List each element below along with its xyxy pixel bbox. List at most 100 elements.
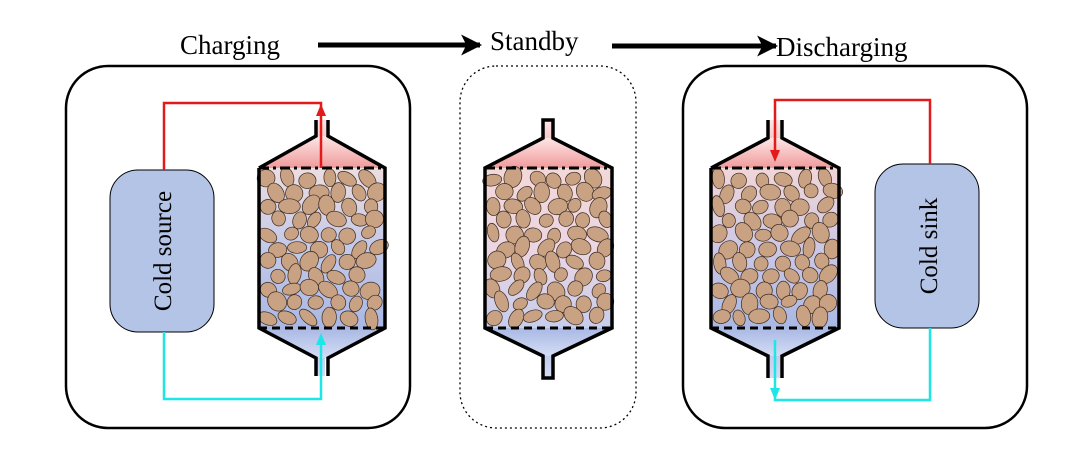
charging-panel: Cold source bbox=[109, 101, 389, 401]
pebble bbox=[287, 241, 308, 254]
pebble bbox=[556, 241, 573, 259]
pebble bbox=[348, 295, 363, 313]
pebble bbox=[732, 309, 746, 327]
pebble bbox=[277, 310, 297, 325]
pebble bbox=[588, 251, 606, 270]
pebble bbox=[486, 310, 503, 327]
pebble bbox=[503, 198, 523, 215]
pebble bbox=[803, 183, 819, 199]
discharging-frame bbox=[681, 64, 1029, 430]
pebble bbox=[774, 255, 791, 272]
pebble bbox=[529, 254, 548, 271]
pebble bbox=[732, 252, 748, 272]
standby-tank bbox=[482, 118, 615, 380]
pebble bbox=[320, 254, 337, 274]
pebble bbox=[299, 226, 319, 244]
pebble bbox=[801, 267, 819, 284]
cold-source-unit bbox=[109, 169, 215, 333]
pebble bbox=[364, 307, 379, 331]
pebble bbox=[320, 227, 337, 243]
pebble bbox=[567, 198, 582, 213]
pebble bbox=[759, 183, 782, 201]
pebble bbox=[361, 225, 376, 239]
pebble bbox=[734, 222, 753, 243]
pebble bbox=[536, 293, 555, 310]
pebble bbox=[495, 183, 514, 201]
pebble bbox=[494, 290, 509, 313]
pebble bbox=[533, 181, 550, 203]
cold-sink-label: Cold sink bbox=[916, 197, 943, 294]
pebble bbox=[512, 297, 528, 311]
hot-arrowhead-charging bbox=[316, 104, 326, 116]
pebble bbox=[772, 306, 787, 325]
pebble bbox=[515, 209, 531, 229]
pebble bbox=[780, 240, 801, 257]
phase-label-discharging: Discharging bbox=[776, 32, 907, 62]
pebble bbox=[482, 173, 503, 187]
cold-sink-unit bbox=[874, 163, 980, 329]
pebble bbox=[267, 291, 287, 312]
pebble bbox=[298, 172, 317, 189]
pebble bbox=[330, 182, 346, 203]
pebble bbox=[712, 309, 731, 324]
pebble-bed-charging bbox=[256, 167, 389, 331]
pebble bbox=[338, 253, 356, 270]
pebble bbox=[307, 295, 324, 310]
pebble bbox=[338, 227, 356, 245]
pebble bbox=[533, 267, 548, 286]
pebble bbox=[547, 198, 569, 216]
cold-arrowhead-charging bbox=[316, 333, 326, 345]
pebble bbox=[286, 294, 303, 310]
pebble bbox=[752, 199, 769, 215]
pebble bbox=[796, 304, 812, 327]
pebble bbox=[575, 295, 592, 313]
pebble bbox=[734, 198, 752, 215]
pebble bbox=[326, 210, 347, 228]
pebble bbox=[341, 197, 358, 217]
pebble bbox=[284, 226, 299, 241]
hot-line-charging bbox=[162, 101, 323, 170]
pebble bbox=[285, 184, 304, 203]
pebble bbox=[780, 295, 798, 308]
pebble bbox=[299, 278, 319, 297]
pebble bbox=[524, 196, 542, 215]
pebble bbox=[783, 268, 800, 284]
pebble bbox=[817, 196, 835, 214]
pebble bbox=[271, 210, 286, 227]
pebble bbox=[565, 254, 584, 270]
pebble bbox=[770, 224, 789, 242]
pebble bbox=[524, 227, 543, 243]
pebble bbox=[748, 308, 771, 324]
charging-frame bbox=[64, 64, 412, 430]
pebble bbox=[781, 209, 799, 228]
pebble bbox=[545, 310, 564, 323]
pebble bbox=[299, 308, 318, 327]
pebble bbox=[753, 256, 769, 272]
pebble bbox=[790, 198, 810, 216]
pebble bbox=[278, 198, 301, 214]
pebble bbox=[486, 222, 500, 243]
pebble bbox=[798, 168, 812, 189]
pebble bbox=[565, 171, 582, 186]
cold-source-label: Cold source bbox=[150, 191, 177, 311]
standby-frame bbox=[459, 65, 637, 429]
pebble bbox=[526, 281, 543, 301]
pebble bbox=[588, 306, 605, 324]
pebble bbox=[570, 238, 592, 256]
pebble-bed-discharging bbox=[709, 167, 844, 329]
phase-label-charging: Charging bbox=[180, 30, 280, 60]
hot-line-discharging bbox=[773, 98, 932, 164]
pebble bbox=[575, 181, 595, 202]
pebble bbox=[557, 183, 573, 203]
pebble bbox=[326, 269, 346, 285]
pebble bbox=[811, 222, 830, 244]
pebble bbox=[759, 293, 779, 310]
cold-line-charging bbox=[162, 332, 323, 401]
pebble bbox=[721, 213, 736, 229]
pebble bbox=[270, 268, 286, 284]
cold-line-discharging bbox=[773, 328, 932, 402]
pebble bbox=[730, 278, 751, 298]
pebble bbox=[586, 226, 609, 243]
pebble bbox=[567, 280, 584, 297]
